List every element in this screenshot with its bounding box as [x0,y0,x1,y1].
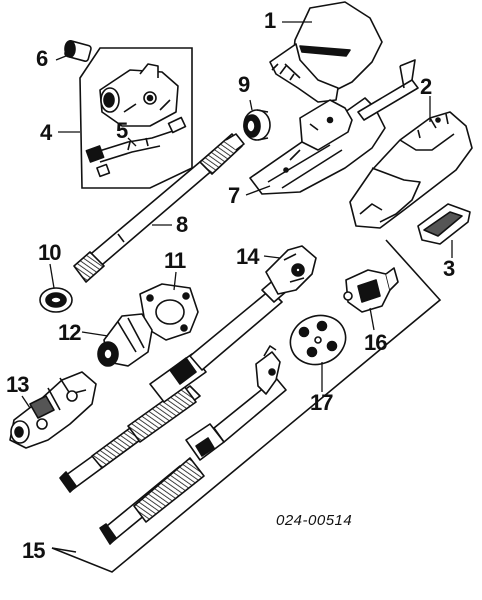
lower-steering-shaft [99,345,287,545]
callout-2: 2 [420,74,432,99]
small-cover-piece [417,203,471,245]
gasket-plate [139,283,199,341]
callout-4: 4 [40,120,52,145]
column-tube-bracket [249,59,419,195]
callout-1: 1 [264,8,276,33]
ignition-lock-cylinder [99,63,179,127]
callout-10: 10 [38,240,62,265]
callout-8: 8 [176,212,188,237]
main-steering-shaft [73,133,245,283]
dust-seal [39,287,73,313]
callout-13: 13 [6,372,30,397]
intermediate-shaft-frame [51,239,442,573]
reference-code: 024-00514 [276,512,353,529]
callout-6: 6 [36,46,48,71]
callout-9: 9 [238,72,250,97]
callout-16: 16 [364,330,388,355]
callout-12: 12 [58,320,82,345]
lock-bushing [64,40,92,62]
intermediate-shaft [59,277,289,493]
mounting-bracket [343,267,399,313]
callout-7: 7 [228,183,240,208]
callout-17: 17 [310,390,334,415]
callout-5: 5 [116,118,128,143]
universal-joint-assembly [9,371,97,449]
upper-column-cover [269,1,383,103]
callout-3: 3 [443,256,455,281]
flexible-coupling-disc [289,314,347,366]
upper-universal-joint [265,245,317,295]
key-reminder-switch-wiring [85,116,187,178]
lower-column-cover [349,111,473,229]
callout-15: 15 [22,538,46,563]
column-bushing [243,109,271,141]
callout-14: 14 [236,244,260,269]
rubber-boot [97,313,153,367]
callout-11: 11 [164,248,186,273]
leader-lines [21,21,453,409]
